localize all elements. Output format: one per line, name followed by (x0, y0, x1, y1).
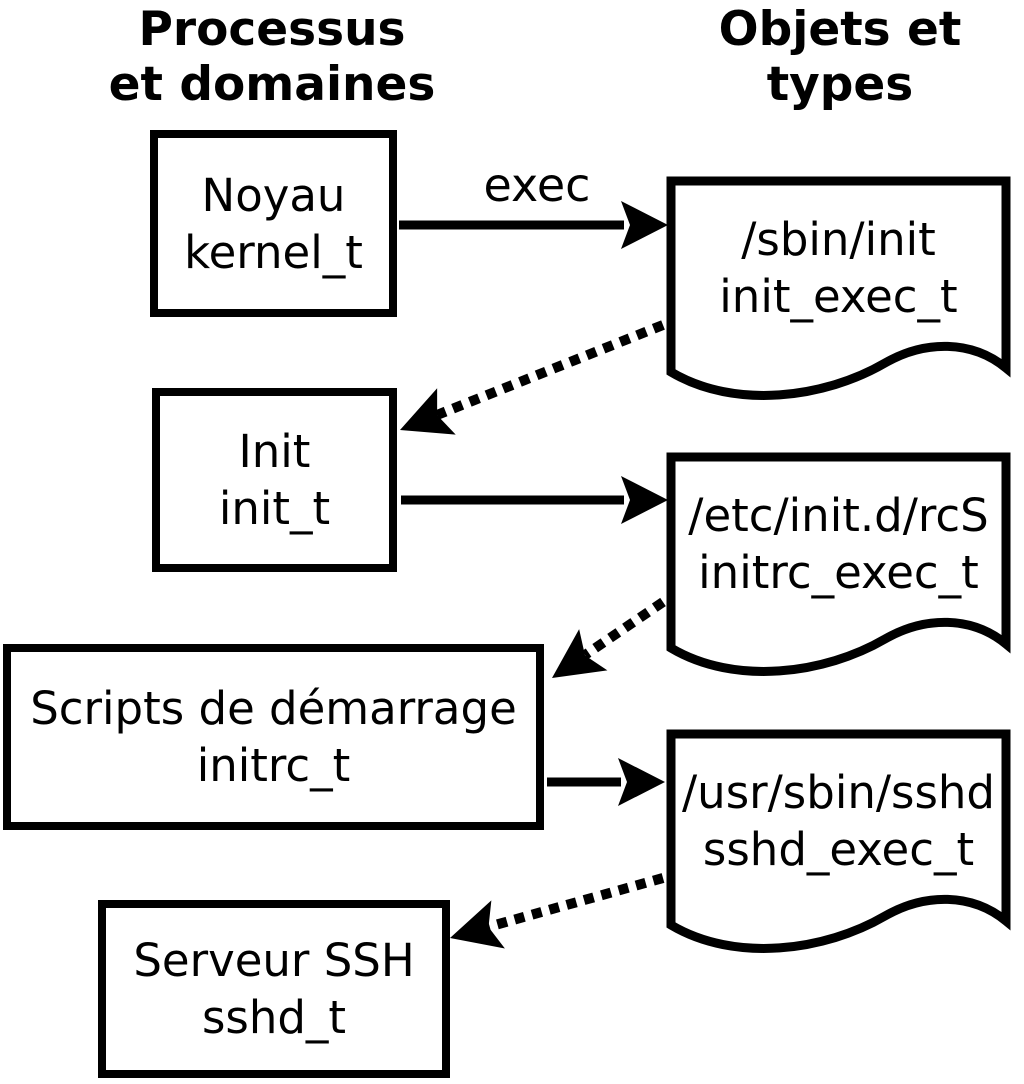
object-type: init_exec_t (719, 270, 958, 323)
process-domain: init_t (218, 482, 331, 535)
exec-arrow-init-to-rcs (401, 476, 668, 524)
object-label-etc-initd-rcs: /etc/init.d/rcS initrc_exec_t (671, 468, 1006, 620)
transition-arrow-line (435, 320, 665, 420)
process-domain: initrc_t (196, 739, 351, 792)
process-name: Scripts de démarrage (30, 682, 517, 735)
edge-label-exec: exec (483, 158, 591, 212)
column-header-objects: Objets et types (660, 2, 1020, 112)
object-type: sshd_exec_t (702, 823, 975, 876)
transition-arrowhead-icon (400, 388, 456, 435)
process-box-init: Init init_t (152, 388, 397, 572)
column-header-line: Objets et (718, 2, 962, 57)
exec-arrow-kernel-to-init (399, 201, 668, 249)
transition-arrow-to-initrc-t (552, 597, 666, 678)
transition-arrow-to-init-t (400, 320, 665, 435)
process-name: Init (238, 425, 311, 478)
column-header-line: Processus (138, 2, 406, 57)
document-shape-etc-initd-rcs (666, 452, 1011, 676)
exec-arrow-initrc-to-sshd (547, 758, 665, 806)
object-label-usr-sbin-sshd: /usr/sbin/sshd sshd_exec_t (671, 745, 1006, 897)
process-name: Serveur SSH (133, 934, 415, 987)
object-type: initrc_exec_t (698, 546, 979, 599)
object-label-sbin-init: /sbin/init init_exec_t (671, 192, 1006, 344)
transition-arrow-line (582, 597, 666, 660)
document-shape-sbin-init (666, 176, 1011, 400)
exec-arrowhead-icon (618, 758, 665, 806)
transition-arrow-to-sshd-t (450, 873, 665, 949)
process-box-sshd: Serveur SSH sshd_t (98, 900, 450, 1078)
process-box-initrc: Scripts de démarrage initrc_t (3, 644, 544, 830)
process-name: Noyau (201, 168, 346, 222)
column-header-line: et domaines (108, 57, 436, 112)
document-shape-usr-sbin-sshd (666, 729, 1011, 953)
process-domain: sshd_t (201, 991, 347, 1044)
transition-arrow-line (486, 873, 665, 932)
object-path: /sbin/init (741, 213, 936, 266)
exec-arrowhead-icon (621, 201, 668, 249)
transition-arrowhead-icon (552, 629, 608, 678)
object-path: /etc/init.d/rcS (688, 489, 989, 542)
process-domain: kernel_t (184, 225, 363, 279)
object-path: /usr/sbin/sshd (682, 766, 995, 819)
process-box-kernel: Noyau kernel_t (150, 130, 397, 317)
exec-arrowhead-icon (621, 476, 668, 524)
column-header-processes: Processus et domaines (62, 2, 482, 112)
transition-arrowhead-icon (450, 900, 505, 949)
column-header-line: types (766, 57, 914, 112)
